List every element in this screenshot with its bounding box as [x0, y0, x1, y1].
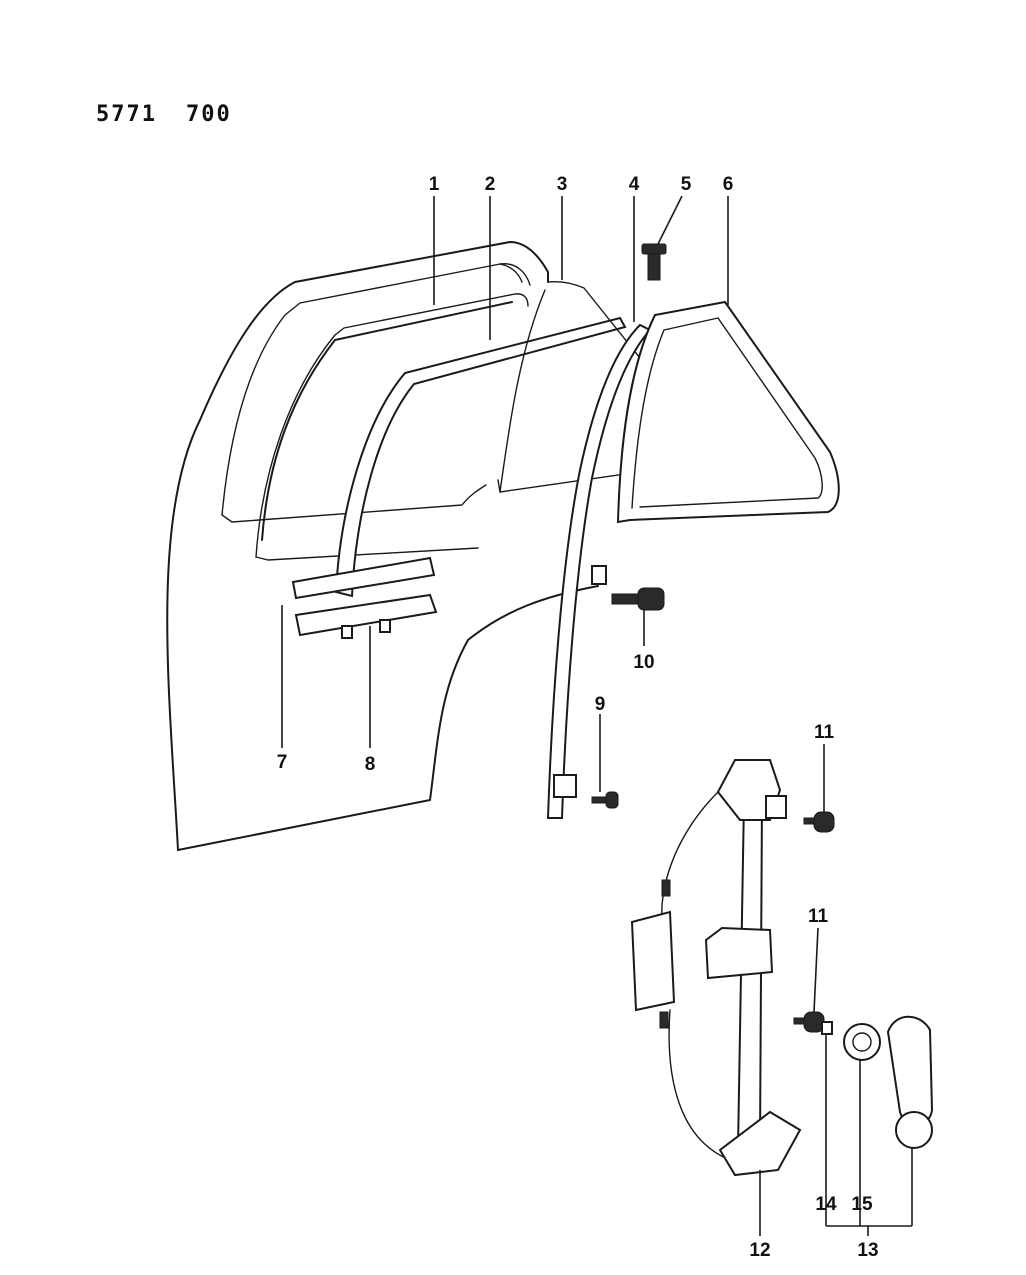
callout-5: 5 [681, 174, 692, 195]
part-glass-run [334, 316, 627, 598]
callout-9: 9 [595, 694, 606, 715]
leader-lines [281, 195, 913, 1236]
part-bolt-11-upper [803, 811, 835, 833]
part-belt-molding-inner [291, 556, 436, 600]
part-bolt-11-lower [793, 1011, 825, 1033]
callout-4: 4 [629, 174, 640, 195]
callout-14: 14 [815, 1194, 837, 1215]
door-panel [166, 241, 599, 851]
part-regulator-handle [886, 1015, 934, 1149]
part-screw-5 [641, 243, 667, 281]
part-window-regulator [630, 759, 802, 1177]
catalog-code-a: 5771 [96, 102, 157, 127]
part-clip-14 [821, 1021, 833, 1035]
callout-labels: 1 2 3 4 5 6 7 8 9 10 11 11 12 13 14 15 [277, 174, 879, 1261]
callout-10: 10 [633, 652, 654, 673]
callout-3: 3 [557, 174, 568, 195]
part-escutcheon-15 [843, 1023, 881, 1061]
part-quarter-weatherstrip [616, 300, 840, 524]
part-bolt-10 [611, 587, 665, 611]
callout-2: 2 [485, 174, 496, 195]
callout-13: 13 [857, 1240, 878, 1261]
catalog-code-b: 700 [186, 102, 232, 127]
callout-7: 7 [277, 752, 288, 773]
callout-1: 1 [429, 174, 440, 195]
part-door-glass [261, 301, 513, 541]
callout-11-upper: 11 [814, 722, 835, 743]
callout-8: 8 [365, 754, 376, 775]
callout-6: 6 [723, 174, 734, 195]
part-screw-9 [591, 791, 619, 809]
callout-12: 12 [749, 1240, 770, 1261]
callout-11-lower: 11 [808, 906, 829, 927]
part-belt-molding-outer [294, 593, 438, 639]
callout-15: 15 [851, 1194, 873, 1215]
